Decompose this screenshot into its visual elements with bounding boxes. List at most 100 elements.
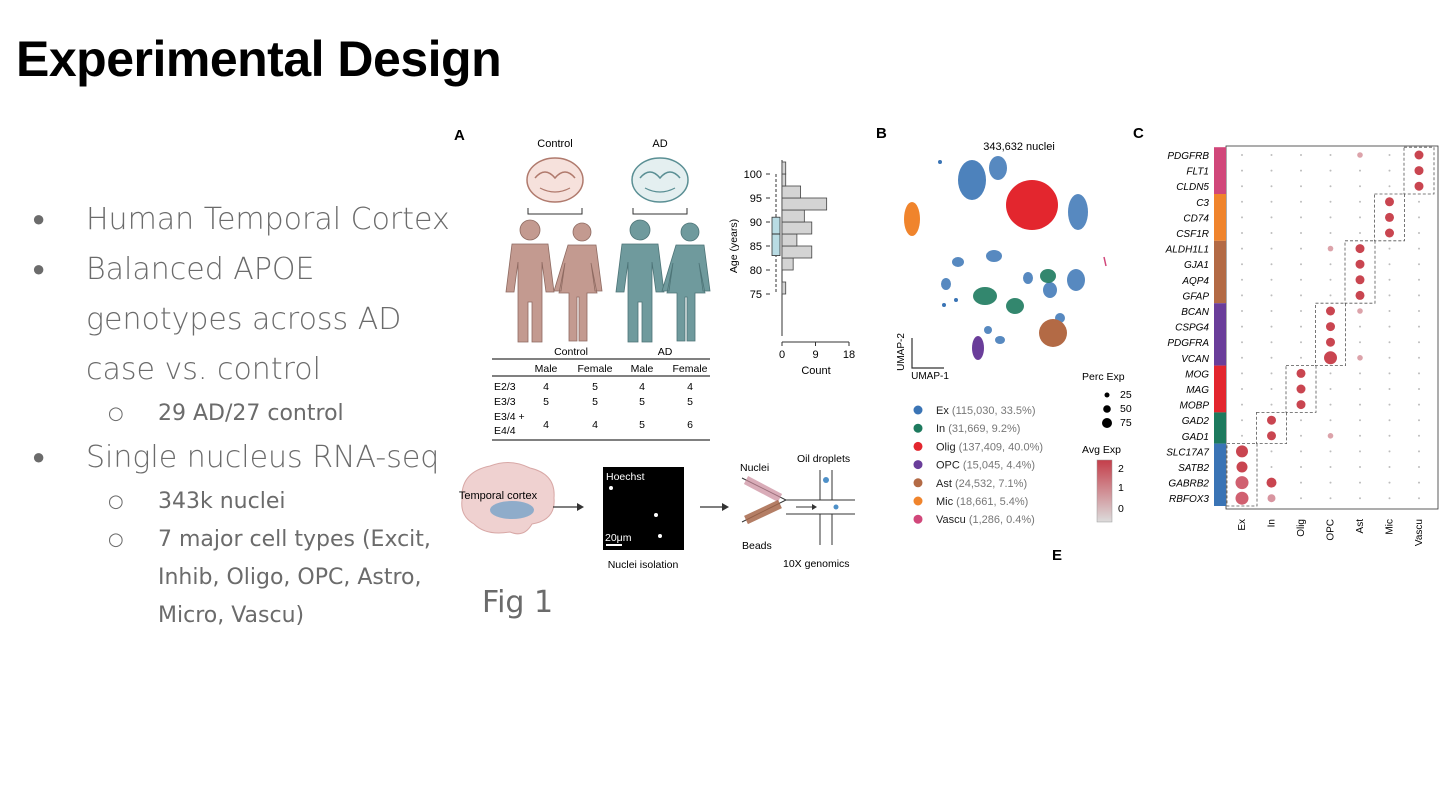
dot-marker [1326, 337, 1335, 347]
dot-background [1300, 403, 1302, 406]
dot-background [1388, 434, 1391, 437]
dot-background [1329, 481, 1332, 484]
control-brain-icon [526, 157, 584, 203]
histogram-bar [781, 257, 794, 271]
table-cell: 4 [687, 381, 693, 393]
histogram-y-tick-label: 75 [750, 289, 762, 301]
dot-background [1241, 450, 1243, 453]
dot-marker [1296, 400, 1306, 410]
dot-background [1418, 466, 1420, 468]
dot-background [1359, 450, 1361, 453]
dot-background [1329, 185, 1332, 188]
dot-background [1300, 247, 1302, 250]
bullet-text: Human Temporal Cortex [86, 202, 450, 237]
dot-background [1300, 185, 1302, 188]
dot-background [1418, 388, 1420, 390]
dot-background [1418, 434, 1420, 437]
dot-background [1241, 294, 1243, 297]
dot-background [1270, 216, 1273, 219]
gene-label: PDGFRA [1167, 338, 1209, 349]
legend-swatch [913, 514, 923, 524]
dot-background [1241, 356, 1243, 359]
gene-label: MAG [1186, 385, 1209, 396]
gene-label: C3 [1196, 198, 1209, 209]
marker-group-box [1315, 302, 1346, 367]
gene-label: GAD1 [1182, 432, 1209, 443]
dot-background [1241, 497, 1243, 500]
dot-background [1329, 497, 1332, 500]
dot-marker [1266, 477, 1277, 488]
marker-group-box [1285, 365, 1317, 413]
bullet-item: ● Single nucleus RNA-seq [28, 433, 468, 483]
panel-e-label: E [1052, 547, 1062, 564]
dot-background [1300, 466, 1302, 468]
dot-background [1388, 341, 1391, 344]
legend-swatch [913, 460, 923, 470]
cell-type-label: In [1267, 519, 1278, 527]
table-cell: 4 [543, 381, 549, 393]
histogram-bar [781, 281, 787, 295]
dot-background [1329, 154, 1332, 156]
dot-background [1241, 185, 1243, 188]
cell-type-color-bar [1214, 303, 1226, 366]
cell-type-legend: Ex (115,030, 33.5%)In (31,669, 9.2%)Olig… [913, 405, 1043, 526]
dot-marker [1324, 351, 1337, 365]
dot-background [1388, 185, 1391, 188]
histogram-y-tick-label: 90 [750, 217, 762, 229]
legend-entry: Olig (137,409, 40.0%) [936, 441, 1043, 453]
dot-background [1300, 450, 1302, 453]
avg-exp-value: 2 [1118, 463, 1124, 475]
dot-background [1359, 185, 1361, 188]
umap-plot [904, 156, 1107, 360]
dot-background [1270, 450, 1273, 453]
dot-background [1300, 263, 1302, 266]
avg-exp-title: Avg Exp [1082, 444, 1121, 456]
dot-background [1359, 263, 1361, 266]
legend-entry-detail: (1,286, 0.4%) [969, 514, 1035, 526]
bullet-item: ● Balanced APOE genotypes across AD case… [28, 245, 468, 395]
dot-marker [1414, 181, 1424, 191]
dot-marker [1385, 212, 1394, 222]
gene-label: RBFOX3 [1169, 494, 1209, 505]
arrow-right-icon [700, 503, 729, 511]
table-cell: 5 [592, 381, 598, 393]
dot-background [1241, 388, 1243, 390]
dot-background [1359, 481, 1361, 484]
cell-type-label: Ast [1355, 519, 1366, 534]
bullet-dot-icon: ● [32, 445, 46, 470]
table-cell: 5 [543, 396, 549, 408]
gene-label: CSPG4 [1175, 323, 1209, 334]
dot-background [1329, 294, 1332, 297]
sub-bullet-text: 343k nuclei [158, 489, 286, 514]
gene-label: VCAN [1181, 354, 1210, 365]
dot-background [1359, 216, 1361, 219]
dot-background [1329, 310, 1332, 312]
histogram-bar [781, 185, 802, 199]
nuclei-label: Nuclei [740, 462, 769, 474]
bullet-text: Single nucleus RNA-seq [86, 440, 440, 475]
umap-y-axis-label: UMAP-2 [896, 333, 907, 371]
table-group-header: Control [554, 346, 588, 358]
gene-label: CD74 [1183, 213, 1209, 224]
dot-marker [1385, 228, 1394, 238]
dot-background [1270, 310, 1273, 312]
cell-type-label: Ex [1237, 519, 1248, 531]
dot-marker [1296, 368, 1306, 378]
dot-background [1329, 434, 1332, 437]
dot-background [1241, 200, 1243, 203]
marker-group-box [1344, 240, 1376, 304]
legend-entry: In (31,669, 9.2%) [936, 423, 1020, 435]
dot-background [1418, 419, 1420, 422]
histogram-bar [781, 197, 828, 211]
legend-entry-name: OPC [936, 460, 963, 472]
bullet-item: ● Human Temporal Cortex [28, 195, 468, 245]
dot-marker [1267, 494, 1276, 503]
10x-genomics-caption: 10X genomics [783, 558, 850, 570]
dot-background [1329, 263, 1332, 266]
page-title: Experimental Design [16, 31, 502, 87]
dot-background [1270, 419, 1273, 422]
dot-background [1270, 325, 1273, 328]
sub-bullet-item: ○ 7 major cell types (Excit, Inhib, Olig… [28, 521, 468, 635]
dot-background [1388, 481, 1391, 484]
